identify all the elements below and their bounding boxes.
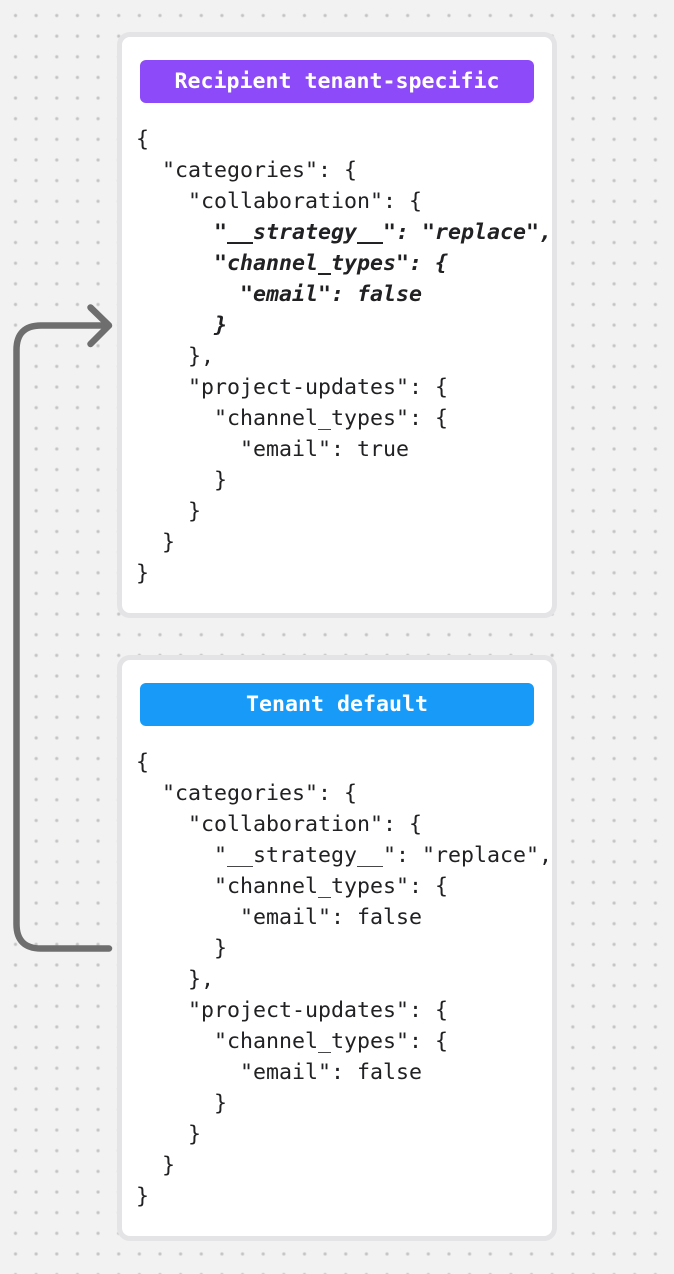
code-line: "email": false: [136, 1060, 423, 1085]
code-line: "email": false: [136, 282, 423, 307]
code-line: },: [136, 967, 215, 992]
arrow-head: [87, 304, 113, 348]
code-line: "project-updates": {: [136, 375, 449, 400]
code-line: }: [136, 468, 228, 493]
code-line: "categories": {: [136, 158, 358, 183]
code-line: "collaboration": {: [136, 812, 423, 837]
code-line: }: [136, 936, 228, 961]
tenant-default-card: Tenant default { "categories": { "collab…: [117, 655, 557, 1241]
code-line: "__strategy__": "replace",: [136, 220, 553, 245]
recipient-tenant-specific-json: { "categories": { "collaboration": { "__…: [136, 124, 553, 589]
code-line: }: [136, 1184, 150, 1209]
code-line: }: [136, 1153, 176, 1178]
code-line: "channel_types": {: [136, 1029, 449, 1054]
code-line: }: [136, 313, 228, 338]
code-line: }: [136, 1091, 228, 1116]
code-line: {: [136, 750, 150, 775]
code-line: "channel_types": {: [136, 874, 449, 899]
tenant-default-json: { "categories": { "collaboration": { "__…: [136, 747, 553, 1212]
recipient-tenant-specific-card: Recipient tenant-specific { "categories"…: [117, 32, 557, 618]
code-line: }: [136, 561, 150, 586]
code-line: "__strategy__": "replace",: [136, 843, 553, 868]
code-line: "channel_types": {: [136, 251, 449, 276]
arrow-shaft: [13, 322, 113, 952]
recipient-tenant-specific-badge: Recipient tenant-specific: [140, 60, 534, 103]
code-line: }: [136, 1122, 202, 1147]
code-line: {: [136, 127, 150, 152]
code-line: "channel_types": {: [136, 406, 449, 431]
code-line: }: [136, 530, 176, 555]
code-line: "email": true: [136, 437, 410, 462]
tenant-default-badge: Tenant default: [140, 683, 534, 726]
code-line: },: [136, 344, 215, 369]
code-line: "email": false: [136, 905, 423, 930]
code-line: "collaboration": {: [136, 189, 423, 214]
code-line: }: [136, 499, 202, 524]
code-line: "project-updates": {: [136, 998, 449, 1023]
code-line: "categories": {: [136, 781, 358, 806]
